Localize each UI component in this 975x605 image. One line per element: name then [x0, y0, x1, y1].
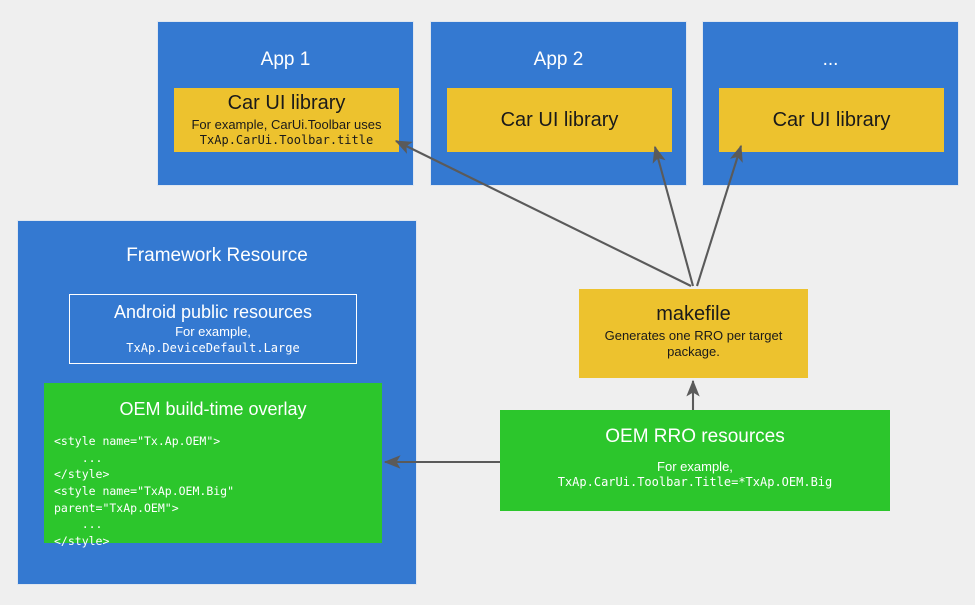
- app-3-title: ...: [822, 49, 839, 70]
- android-public-resources-example-label: For example,: [175, 324, 251, 340]
- oem-rro-resources-example: For example, TxAp.CarUi.Toolbar.Title=*T…: [558, 457, 833, 491]
- oem-build-time-overlay-code: <style name="Tx.Ap.OEM"> ... </style> <s…: [54, 434, 235, 549]
- app-2-title: App 2: [533, 49, 584, 70]
- app-2-car-ui-library: Car UI library: [447, 88, 672, 152]
- framework-resource-title: Framework Resource: [126, 245, 308, 266]
- oem-rro-resources-example-code: TxAp.CarUi.Toolbar.Title=*TxAp.OEM.Big: [557, 474, 833, 489]
- app-1-library-example-code: TxAp.CarUi.Toolbar.title: [199, 132, 374, 147]
- android-public-resources-box: Android public resources For example, Tx…: [69, 294, 357, 364]
- makefile-name: makefile: [656, 303, 731, 325]
- oem-rro-resources-name: OEM RRO resources: [605, 426, 785, 447]
- oem-build-time-overlay-box: OEM build-time overlay <style name="Tx.A…: [44, 383, 382, 548]
- app-1-container: App 1 Car UI library For example, CarUi.…: [157, 21, 414, 186]
- app-3-library-name: Car UI library: [772, 108, 891, 131]
- oem-rro-resources-example-label: For example,: [657, 458, 733, 474]
- android-public-resources-example-code: TxAp.DeviceDefault.Large: [126, 340, 300, 355]
- app-3-car-ui-library: Car UI library: [719, 88, 944, 152]
- android-public-resources-name: Android public resources: [113, 301, 313, 322]
- oem-build-time-overlay-name: OEM build-time overlay: [119, 399, 307, 419]
- app-1-library-example-label: For example, CarUi.Toolbar uses: [191, 116, 382, 132]
- app-1-library-name: Car UI library: [227, 91, 346, 114]
- app-1-car-ui-library: Car UI library For example, CarUi.Toolba…: [174, 88, 399, 152]
- framework-resource-container: Framework Resource Android public resour…: [17, 220, 417, 585]
- app-1-title: App 1: [260, 49, 311, 70]
- app-2-container: App 2 Car UI library: [430, 21, 687, 186]
- app-2-library-name: Car UI library: [500, 108, 619, 131]
- makefile-description: Generates one RRO per target package.: [604, 328, 783, 360]
- makefile-box: makefile Generates one RRO per target pa…: [579, 289, 808, 378]
- app-3-container: ... Car UI library: [702, 21, 959, 186]
- oem-rro-resources-box: OEM RRO resources For example, TxAp.CarU…: [500, 410, 890, 511]
